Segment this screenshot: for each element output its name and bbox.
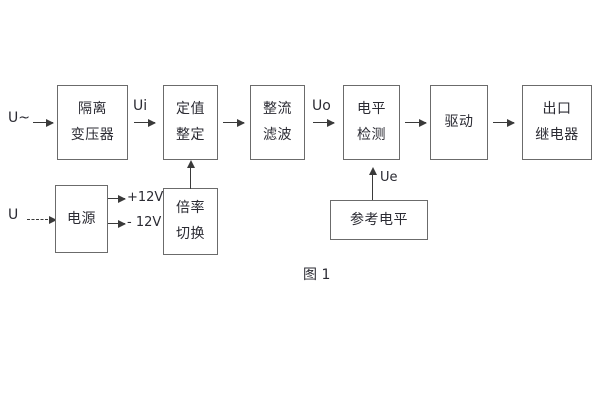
block-multiplier-switch-line1: 倍率 [176,200,205,217]
arrow-level-detection-to-drive [405,118,427,127]
block-multiplier-switch-line2: 切换 [176,226,205,242]
block-setting-value-line2: 整定 [176,127,205,143]
block-power-supply: 电源 [55,185,108,253]
rail-positive-label: +12V [127,190,164,205]
arrow-setting-value-to-rectify-filter [223,118,245,127]
block-drive: 驱动 [430,85,488,160]
block-rectify-filter: 整流 滤波 [250,85,305,160]
block-level-detection: 电平 检测 [343,85,400,160]
block-isolation-transformer-line1: 隔离 [78,101,107,118]
arrow-dc-input-to-power-supply [27,215,57,224]
block-isolation-transformer: 隔离 变压器 [57,85,128,160]
arrow-multiplier-switch-to-setting-value [186,160,195,189]
block-multiplier-switch: 倍率 切换 [163,188,218,255]
block-rectify-filter-line2: 滤波 [263,127,292,143]
block-reference-level: 参考电平 [330,200,428,240]
block-setting-value: 定值 整定 [163,85,218,160]
block-level-detection-line1: 电平 [357,101,386,118]
arrow-rail-negative [108,219,126,228]
arrow-drive-to-output-relay [493,118,515,127]
arrow-reference-level-to-level-detection [368,167,377,200]
dc-input-label: U [8,207,19,223]
signal-label-uo: Uo [312,98,331,114]
figure-caption: 图 1 [303,267,331,283]
block-level-detection-line2: 检测 [357,127,386,143]
arrow-ac-input-to-isolation-transformer [33,118,54,127]
block-output-relay-line1: 出口 [542,101,572,118]
arrow-rectify-filter-to-level-detection [313,118,335,127]
rail-negative-label: - 12V [127,215,162,230]
block-rectify-filter-line1: 整流 [263,101,292,118]
signal-label-ue: Ue [380,170,398,185]
block-output-relay: 出口 继电器 [522,85,592,160]
block-output-relay-line2: 继电器 [535,127,579,143]
arrow-isolation-transformer-to-setting-value [134,118,156,127]
block-power-supply-line1: 电源 [67,210,96,227]
block-drive-line1: 驱动 [444,114,474,131]
signal-label-ui: Ui [133,98,148,114]
arrow-rail-positive [108,194,126,203]
block-reference-level-line1: 参考电平 [350,211,408,228]
ac-input-label: U~ [8,110,30,126]
block-setting-value-line1: 定值 [176,101,205,118]
block-isolation-transformer-line2: 变压器 [70,127,115,143]
